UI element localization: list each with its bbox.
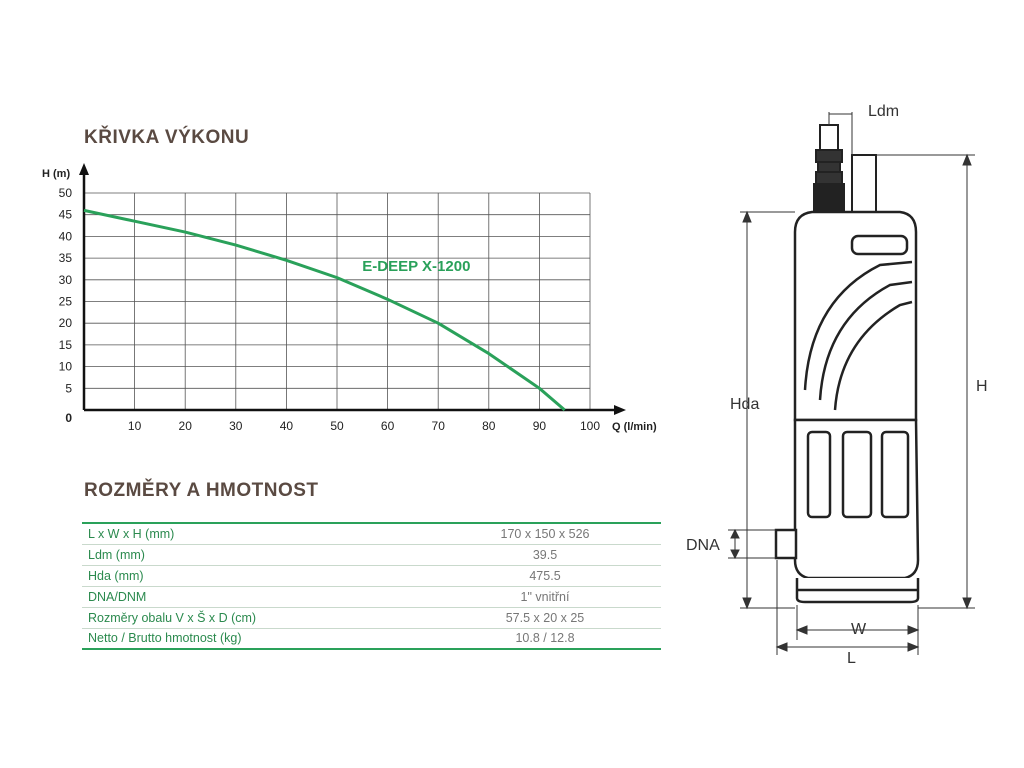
y-tick-label: 25 xyxy=(59,295,73,309)
table-row: Hda (mm) 475.5 xyxy=(82,565,661,586)
spec-value: 57.5 x 20 x 25 xyxy=(505,610,585,625)
ldm-label: Ldm xyxy=(868,103,899,120)
y-axis-label: H (m) xyxy=(42,168,70,180)
x-tick-label: 10 xyxy=(128,419,142,433)
spec-value: 10.8 / 12.8 xyxy=(515,631,575,646)
x-tick-label: 80 xyxy=(482,419,496,433)
x-tick-label: 20 xyxy=(179,419,193,433)
series-label: E-DEEP X-1200 xyxy=(362,258,470,275)
x-tick-label: 60 xyxy=(381,419,395,433)
y-tick-label: 5 xyxy=(65,381,72,395)
chart-axes xyxy=(79,163,626,415)
x-tick-label: 90 xyxy=(533,419,547,433)
spec-label: Hda (mm) xyxy=(88,568,144,583)
l-label: L xyxy=(847,650,856,665)
w-label: W xyxy=(851,621,867,638)
y-tick-label: 30 xyxy=(59,273,73,287)
y-tick-label: 15 xyxy=(59,338,73,352)
x-tick-label: 100 xyxy=(580,419,600,433)
spec-label: DNA/DNM xyxy=(88,589,147,604)
outlet-fitting xyxy=(813,124,845,213)
y-tick-label: 40 xyxy=(59,229,73,243)
dna-label: DNA xyxy=(686,537,720,554)
y-axis-arrow xyxy=(79,163,89,175)
chart-tick-labels: 10 20 30 40 50 60 70 80 90 100 5 10 15 20 25 30 35 40 45 50… xyxy=(42,168,657,433)
chart-title: KŘIVKA VÝKONU xyxy=(84,127,250,148)
pump-lower-body xyxy=(793,418,920,604)
pump-diagram: Ldm Hda H DNA W L xyxy=(686,103,988,665)
x-tick-label: 50 xyxy=(330,419,344,433)
hda-label: Hda xyxy=(730,396,759,413)
h-label: H xyxy=(976,378,988,395)
series-line xyxy=(83,208,566,412)
table-row: DNA/DNM 1" vnitřní xyxy=(82,586,661,607)
inlet-port xyxy=(774,528,798,560)
y-tick-label: 20 xyxy=(59,316,73,330)
spec-label: Ldm (mm) xyxy=(88,547,145,562)
y-tick-label: 50 xyxy=(59,186,73,200)
performance-chart: 10 20 30 40 50 60 70 80 90 100 5 10 15 20 25 30 35 40 45 50… xyxy=(42,163,657,433)
specs-title: ROZMĚRY A HMOTNOST xyxy=(84,480,319,501)
spec-label: L x W x H (mm) xyxy=(88,526,175,541)
x-axis-arrow xyxy=(614,405,626,415)
cable-gland xyxy=(851,154,877,213)
table-row: L x W x H (mm) 170 x 150 x 526 xyxy=(82,523,661,544)
chart-grid xyxy=(84,192,591,410)
y-tick-label: 35 xyxy=(59,251,73,265)
table-row: Rozměry obalu V x Š x D (cm) 57.5 x 20 x… xyxy=(82,607,661,628)
x-axis-label: Q (l/min) xyxy=(612,421,657,433)
origin-label: 0 xyxy=(65,411,72,425)
spec-value: 475.5 xyxy=(529,568,561,583)
chart-series: E-DEEP X-1200 xyxy=(83,208,566,412)
y-tick-label: 10 xyxy=(59,360,73,374)
spec-value: 170 x 150 x 526 xyxy=(500,526,590,541)
x-tick-label: 70 xyxy=(432,419,446,433)
table-row: Ldm (mm) 39.5 xyxy=(82,544,661,565)
x-tick-label: 40 xyxy=(280,419,294,433)
specs-table: L x W x H (mm) 170 x 150 x 526 Ldm (mm) … xyxy=(82,522,661,650)
pump-upper-body xyxy=(793,210,918,422)
spec-label: Rozměry obalu V x Š x D (cm) xyxy=(88,610,257,625)
spec-value: 39.5 xyxy=(532,547,558,562)
x-tick-label: 30 xyxy=(229,419,243,433)
table-row: Netto / Brutto hmotnost (kg) 10.8 / 12.8 xyxy=(82,628,661,649)
spec-label: Netto / Brutto hmotnost (kg) xyxy=(88,631,242,646)
y-tick-label: 45 xyxy=(59,208,73,222)
spec-value: 1" vnitřní xyxy=(520,589,570,604)
